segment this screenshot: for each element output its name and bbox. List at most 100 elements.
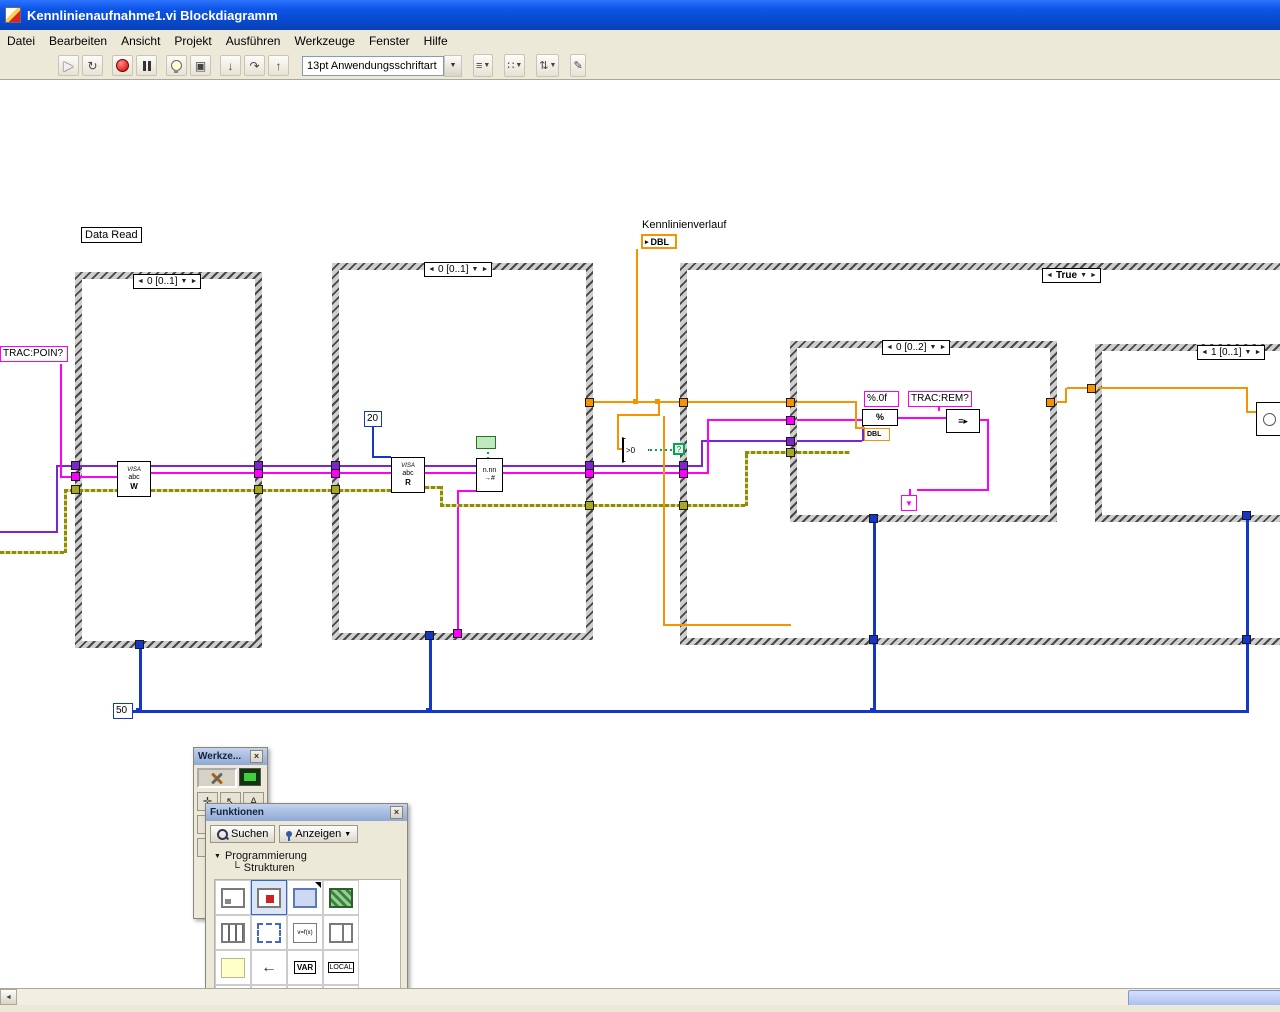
selector-down-arrow-icon[interactable]: ▼ xyxy=(1244,349,1252,356)
dbl-wire[interactable] xyxy=(617,414,660,416)
dbl-wire[interactable] xyxy=(797,401,855,403)
visa-wire[interactable] xyxy=(425,465,586,467)
horizontal-scrollbar[interactable]: ◄ xyxy=(0,988,1280,1006)
error-wire[interactable] xyxy=(262,489,339,492)
selector-left-arrow-icon[interactable]: ◄ xyxy=(1046,272,1053,279)
sequence-frame-1[interactable] xyxy=(75,272,262,648)
selector-left-arrow-icon[interactable]: ◄ xyxy=(137,278,144,285)
error-wire[interactable] xyxy=(687,504,745,507)
error-wire[interactable] xyxy=(593,504,687,507)
error-wire[interactable] xyxy=(440,486,443,507)
font-selector-value[interactable]: 13pt Anwendungsschriftart xyxy=(302,55,444,76)
menu-projekt[interactable]: Projekt xyxy=(174,34,212,48)
step-over-button[interactable]: ↷ xyxy=(244,55,265,76)
menu-ausfuehren[interactable]: Ausführen xyxy=(225,34,281,48)
tunnel-error[interactable] xyxy=(786,448,795,457)
tunnel-string[interactable] xyxy=(585,469,594,478)
error-wire[interactable] xyxy=(64,490,67,553)
selector-down-arrow-icon[interactable]: ▼ xyxy=(929,344,937,351)
tree-item-strukturen[interactable]: └ Strukturen xyxy=(232,862,295,874)
boolean-wire[interactable] xyxy=(487,450,489,459)
tunnel-string[interactable] xyxy=(331,469,340,478)
int-wire[interactable] xyxy=(133,710,1249,713)
boolean-constant[interactable] xyxy=(476,436,496,449)
tunnel-string[interactable] xyxy=(71,472,80,481)
tunnel-string[interactable] xyxy=(254,469,263,478)
distribute-objects-dropdown[interactable]: ∷ ▼ xyxy=(504,54,526,77)
dbl-wire[interactable] xyxy=(687,401,786,403)
int-wire[interactable] xyxy=(1246,518,1249,711)
string-wire[interactable] xyxy=(425,472,476,474)
inner-sequence-frame[interactable] xyxy=(790,341,1057,522)
step-out-button[interactable]: ↑ xyxy=(268,55,289,76)
string-wire[interactable] xyxy=(457,491,459,631)
tunnel-error[interactable] xyxy=(71,485,80,494)
dbl-wire[interactable] xyxy=(1098,387,1246,389)
error-wire[interactable] xyxy=(339,489,391,492)
align-objects-dropdown[interactable]: ≡ ▼ xyxy=(473,54,494,77)
visa-wire[interactable] xyxy=(797,440,862,442)
tunnel-dbl[interactable] xyxy=(679,398,688,407)
dbl-wire[interactable] xyxy=(1057,401,1067,403)
int-wire[interactable] xyxy=(429,638,432,711)
concatenate-strings-node[interactable]: ≡▸ xyxy=(946,409,980,433)
auto-tool-select-button[interactable] xyxy=(197,768,237,788)
global-variable-icon[interactable]: VAR xyxy=(287,950,323,985)
font-selector[interactable]: 13pt Anwendungsschriftart ▼ xyxy=(302,54,462,77)
dbl-wire[interactable] xyxy=(663,624,791,626)
partially-visible-node[interactable] xyxy=(1256,402,1280,436)
run-continuous-button[interactable]: ↻ xyxy=(82,55,103,76)
tunnel-error[interactable] xyxy=(331,485,340,494)
tunnel-dbl[interactable] xyxy=(1046,398,1055,407)
visa-read-node[interactable]: VISA abc R xyxy=(391,457,425,493)
tunnel-int[interactable] xyxy=(1242,635,1251,644)
close-icon[interactable]: × xyxy=(250,750,263,763)
frame2-selector[interactable]: ◄ 0 [0..1] ▼ ► xyxy=(424,262,493,277)
string-wire[interactable] xyxy=(339,472,391,474)
functions-palette-titlebar[interactable]: Funktionen × xyxy=(206,804,407,821)
case-structure-icon[interactable] xyxy=(323,915,359,950)
int-wire[interactable] xyxy=(372,427,374,458)
selector-right-arrow-icon[interactable]: ► xyxy=(190,278,198,285)
format-string-constant[interactable]: %.0f xyxy=(864,391,899,407)
error-wire[interactable] xyxy=(745,451,748,506)
tunnel-int[interactable] xyxy=(869,635,878,644)
error-wire[interactable] xyxy=(0,551,64,554)
error-wire[interactable] xyxy=(745,451,790,454)
tunnel-int[interactable] xyxy=(135,640,144,649)
step-into-button[interactable]: ↓ xyxy=(220,55,241,76)
string-wire[interactable] xyxy=(938,405,940,411)
tree-item-programmierung[interactable]: ▼ Programmierung xyxy=(214,850,307,862)
string-wire[interactable] xyxy=(707,419,790,421)
visa-wire[interactable] xyxy=(56,465,71,467)
case-selector[interactable]: ◄ True ▼ ► xyxy=(1042,268,1101,283)
visa-write-node[interactable]: VISA abc W xyxy=(117,461,151,497)
close-icon[interactable]: × xyxy=(390,806,403,819)
data-read-label[interactable]: Data Read xyxy=(81,227,142,243)
menu-bearbeiten[interactable]: Bearbeiten xyxy=(49,34,108,48)
feedback-node-icon[interactable]: ← xyxy=(251,950,287,985)
tools-palette-titlebar[interactable]: Werkze... × xyxy=(194,748,267,765)
flat-sequence-icon[interactable] xyxy=(215,915,251,950)
tunnel-int[interactable] xyxy=(869,514,878,523)
selector-right-arrow-icon[interactable]: ► xyxy=(1254,349,1262,356)
search-button[interactable]: Suchen xyxy=(210,825,276,843)
string-wire[interactable] xyxy=(593,472,687,474)
visa-wire[interactable] xyxy=(56,466,58,533)
format-into-string-node[interactable]: % xyxy=(862,409,898,426)
selector-left-arrow-icon[interactable]: ◄ xyxy=(1201,349,1208,356)
frame1-selector[interactable]: ◄ 0 [0..1] ▼ ► xyxy=(133,274,202,289)
numeric-constant-20[interactable]: 20 xyxy=(364,411,382,427)
visa-wire[interactable] xyxy=(79,465,117,467)
tunnel-error[interactable] xyxy=(585,501,594,510)
error-wire[interactable] xyxy=(425,486,440,489)
string-wire[interactable] xyxy=(917,489,989,491)
formula-node-icon[interactable]: v=f(x) xyxy=(287,915,323,950)
retain-wire-values-button[interactable]: ▣ xyxy=(190,55,211,76)
timed-structure-icon[interactable] xyxy=(251,915,287,950)
string-wire[interactable] xyxy=(987,419,989,491)
string-wire[interactable] xyxy=(687,472,709,474)
while-loop-icon[interactable] xyxy=(251,880,287,915)
dbl-wire[interactable] xyxy=(1246,411,1257,413)
dbl-wire[interactable] xyxy=(617,414,619,450)
